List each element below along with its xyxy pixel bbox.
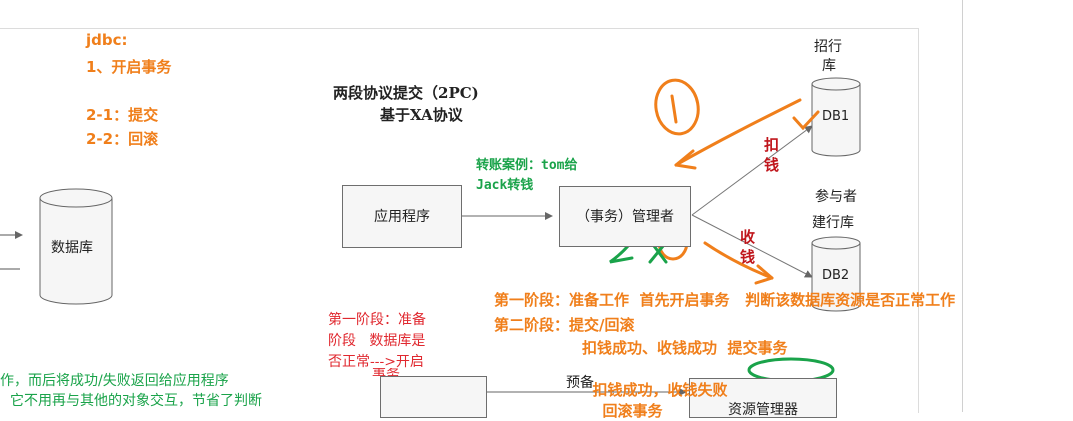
database-cylinder-left [39,188,113,305]
note-step21: 2-1：提交 [86,106,159,124]
diagram-title: 两段协议提交（2PC) [333,84,479,102]
transfer-case-line2: Jack转钱 [476,178,534,193]
diagram-subtitle: 基于XA协议 [380,106,463,124]
check-mark-db1 [792,110,820,131]
arrowhead-db2 [754,264,774,285]
circle-one-mark [654,78,700,136]
arrow-db1-to-manager [674,98,802,167]
deduct-label-line2: 钱 [764,156,780,174]
arrowhead-manager [674,149,697,170]
phase1-text: 第一阶段：准备工作 首先开启事务 判断该数据库资源是否正常工作 [494,291,956,309]
numeral-one-mark [670,94,678,124]
db1-label: DB1 [822,109,850,124]
app-box: 应用程序 [342,185,462,248]
db1-cylinder [811,77,861,157]
app-box-label: 应用程序 [374,208,430,225]
prepare-arrow-label: 预备 [566,375,594,391]
zhaohang-label-line1: 招行 [814,39,842,55]
arrow-manager-to-db1 [691,125,813,216]
red-note-line1: 第一阶段：准备 [328,312,426,328]
note-step1: 1、开启事务 [86,58,172,76]
case-success-text: 扣钱成功、收钱成功 提交事务 [582,339,788,357]
database-label-left: 数据库 [51,240,93,256]
bottom-note-line2: 它不用再与其他的对象交互，节省了判断 [10,393,262,409]
red-note-line4: 事务 [372,368,400,376]
db2-label: DB2 [822,268,850,283]
deduct-label-line1: 扣 [764,136,780,154]
note-step22: 2-2：回滚 [86,130,159,148]
green-annotations [609,238,835,383]
transfer-case-line1: 转账案例：tom给 [476,158,578,173]
arrow-manager-to-db2-orange [703,241,774,280]
orange-annotations [654,78,820,285]
receive-label-line2: 钱 [740,248,756,266]
case-fail-action: 回滚事务 [602,402,663,420]
resource-manager-label: 资源管理器 [728,402,798,418]
manager-box-label: （事务）管理者 [576,208,674,225]
participant-label: 参与者 [815,189,857,205]
zhaohang-label-line2: 库 [822,58,836,74]
red-note-line3: 否正常--->开启 [328,354,424,370]
case-fail-text: 扣钱成功，收钱失败 回滚事务 [582,361,727,421]
manager-box: （事务）管理者 [559,186,691,247]
arrow-manager-to-db2 [691,214,813,278]
db2-cylinder [811,236,861,312]
receive-label-line1: 收 [740,228,756,246]
jianhang-label: 建行库 [812,215,854,231]
red-note-line2: 阶段 数据库是 [328,333,426,349]
case-fail-prefix: 扣钱成功，收钱失败 [592,381,728,399]
bottom-note-line1: 作，而后将成功/失败返回给应用程序 [0,373,229,389]
note-jdbc: jdbc: [86,31,128,49]
scroll-divider [962,0,963,412]
phase2-text: 第二阶段：提交/回滚 [494,316,635,334]
